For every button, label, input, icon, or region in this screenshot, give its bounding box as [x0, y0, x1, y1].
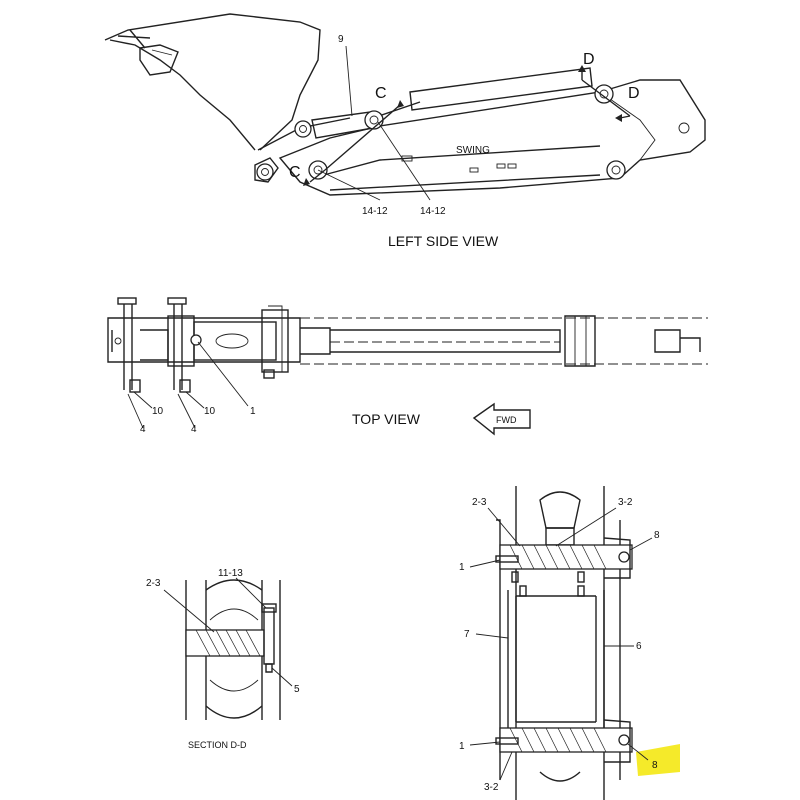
highlight-marker: [636, 744, 680, 776]
callout-1-detail-bottom: 1: [459, 741, 465, 752]
callout-11-13: 11-13: [218, 568, 243, 579]
callout-8-bottom: 8: [652, 760, 658, 771]
callout-3-2-bottom: 3-2: [484, 782, 499, 793]
callout-5: 5: [294, 684, 300, 695]
section-d-d: 2-3 11-13 5 SECTION D-D: [146, 568, 300, 750]
callout-1-detail-top: 1: [459, 562, 465, 573]
callout-14-12-left: 14-12: [362, 206, 388, 217]
left-side-view-title: LEFT SIDE VIEW: [388, 233, 499, 249]
callout-1-top-view: 1: [250, 406, 256, 417]
section-marker-d-right: D: [628, 85, 640, 102]
left-side-view: SWING C C D D 9 14-12 14-12 LEFT SIDE VI…: [104, 13, 706, 249]
callout-4-right: 4: [191, 424, 197, 435]
callout-9: 9: [338, 34, 344, 45]
callout-2-3-detail: 2-3: [472, 497, 487, 508]
section-marker-c-upper: C: [375, 85, 387, 102]
pin-detail: 2-3 3-2 8 1 7 6 1 8 3-2: [459, 486, 680, 800]
callout-3-2-top: 3-2: [618, 497, 633, 508]
fwd-label: FWD: [496, 415, 517, 425]
callout-6: 6: [636, 641, 642, 652]
callout-14-12-right: 14-12: [420, 206, 446, 217]
section-d-d-title: SECTION D-D: [188, 740, 247, 750]
top-view-title: TOP VIEW: [352, 411, 421, 427]
callout-8-top: 8: [654, 530, 660, 541]
top-view: 10 10 4 4 1 TOP VIEW FWD: [107, 297, 708, 436]
callout-10-left: 10: [152, 406, 164, 417]
callout-4-left: 4: [140, 424, 146, 435]
callout-10-right: 10: [204, 406, 216, 417]
section-marker-c-lower: C: [289, 164, 301, 181]
swing-label: SWING: [456, 145, 490, 156]
callout-7: 7: [464, 629, 470, 640]
section-marker-d-left: D: [583, 51, 595, 68]
callout-2-3-section: 2-3: [146, 578, 161, 589]
